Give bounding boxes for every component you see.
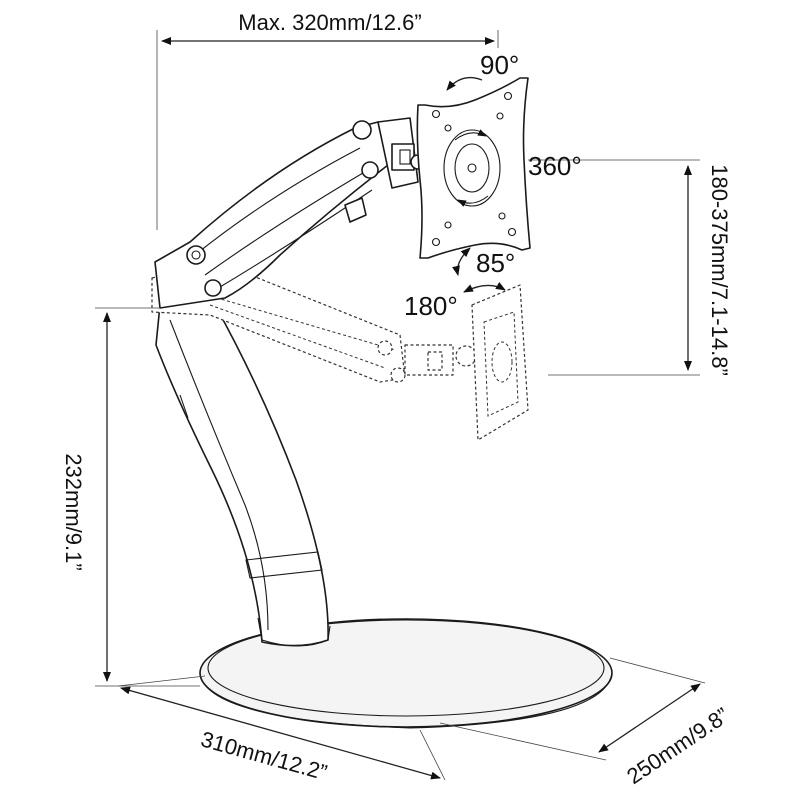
rotate-arrow-bottom [457,195,489,207]
vesa-plate [416,77,531,259]
tilt-label: 90° [480,50,519,80]
swivel-arrow [463,281,506,293]
swivel-label: 180° [404,291,458,321]
reach-dimension [156,30,499,230]
tilt-arrow [446,76,483,91]
base-width-label: 310mm/12.2” [198,726,330,785]
stand-pole [155,304,331,647]
base-depth-label: 250mm/9.8” [622,703,733,789]
reach-label: Max. 320mm/12.6” [238,10,421,35]
pole-height-dimension [95,307,200,687]
swivel-tilt-arrow [452,247,471,276]
base-depth-dimension [439,657,706,761]
height-range-dimension [528,159,700,376]
swivel-tilt-label: 85° [476,248,515,278]
rotate-arrow-top [454,129,487,141]
base-width-dimension [117,675,446,781]
gas-spring-arm [154,117,426,309]
rotate-label: 360° [528,151,582,181]
pole-height-label: 232mm/9.1” [61,453,86,570]
height-range-label: 180-375mm/7.1-14.8” [707,164,732,376]
